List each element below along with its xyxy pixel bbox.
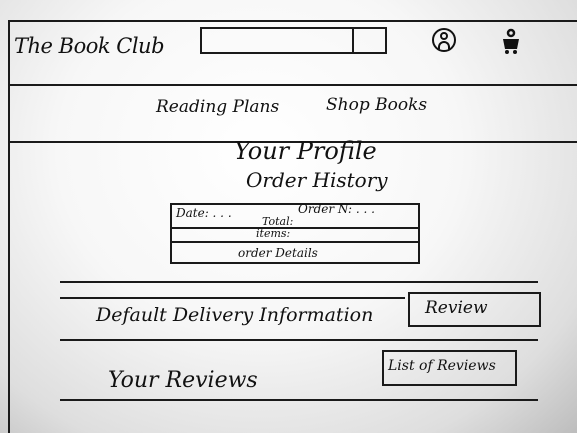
search-button[interactable]: [352, 29, 354, 52]
order-row-divider-1: [172, 227, 418, 229]
section-divider-4: [60, 399, 538, 401]
list-of-reviews-button[interactable]: List of Reviews: [382, 350, 517, 386]
site-title[interactable]: The Book Club: [14, 34, 165, 58]
search-bar[interactable]: [200, 27, 387, 54]
delivery-review-button[interactable]: Review: [408, 292, 541, 327]
order-row-divider-2: [172, 241, 418, 243]
search-input[interactable]: [202, 29, 356, 54]
header-divider: [8, 84, 577, 86]
order-history-table: Date: . . . Order N: . . . Total: items:…: [170, 202, 420, 264]
page-title: Your Profile: [234, 137, 377, 165]
order-details-link[interactable]: order Details: [238, 246, 318, 260]
order-date: Date: . . .: [176, 206, 232, 220]
user-icon[interactable]: [432, 28, 456, 52]
section-divider-3: [60, 339, 538, 341]
your-reviews-label: Your Reviews: [108, 368, 258, 393]
section-divider-2: [60, 297, 405, 299]
section-divider-1: [60, 281, 538, 283]
left-border: [8, 20, 10, 433]
order-items: items:: [256, 227, 291, 240]
list-of-reviews-button-label: List of Reviews: [388, 358, 496, 374]
nav-divider: [8, 141, 577, 143]
cart-icon[interactable]: [499, 27, 521, 55]
order-number: Order N: . . .: [298, 202, 375, 216]
nav-item-shop-books[interactable]: Shop Books: [326, 95, 428, 115]
order-history-heading: Order History: [246, 168, 388, 192]
delivery-info-label: Default Delivery Information: [96, 304, 374, 326]
nav-item-reading-plans[interactable]: Reading Plans: [156, 97, 280, 117]
top-border: [8, 20, 577, 22]
order-total: Total:: [262, 215, 294, 228]
delivery-review-button-label: Review: [425, 298, 488, 318]
